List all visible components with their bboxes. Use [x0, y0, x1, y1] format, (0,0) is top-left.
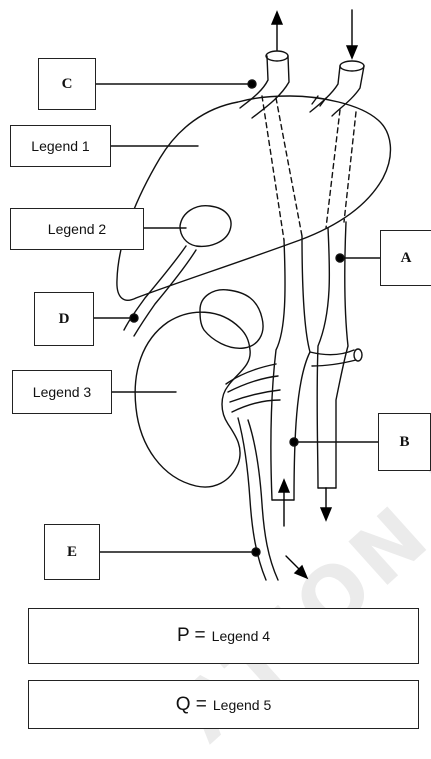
label-e: E [44, 524, 100, 580]
legend-3-box: Legend 3 [12, 370, 112, 414]
gall-bladder [180, 206, 231, 247]
kidney-outline [135, 312, 250, 487]
leader-lines [94, 80, 380, 556]
liver-outline [117, 96, 391, 300]
legend-4-box: P = Legend 4 [28, 608, 419, 664]
legend-1-box: Legend 1 [10, 125, 111, 167]
diagram-canvas: ATION PR [0, 0, 431, 731]
hidden-vessels [262, 96, 356, 240]
portal-vein-outline [310, 66, 364, 116]
label-c: C [38, 58, 96, 110]
legend-5-text: Legend 5 [213, 697, 271, 713]
label-a: A [380, 230, 431, 286]
label-d: D [34, 292, 94, 346]
legend-2-box: Legend 2 [10, 208, 144, 250]
adrenal-gland [200, 290, 263, 349]
p-symbol: P = [177, 625, 206, 647]
legend-5-box: Q = Legend 5 [28, 680, 419, 729]
legend-4-text: Legend 4 [212, 628, 270, 644]
hepatic-vein-opening [266, 51, 288, 61]
label-b: B [378, 413, 431, 471]
vessel-b-outline [271, 236, 310, 500]
portal-vein-opening [340, 61, 364, 71]
q-symbol: Q = [176, 694, 207, 716]
